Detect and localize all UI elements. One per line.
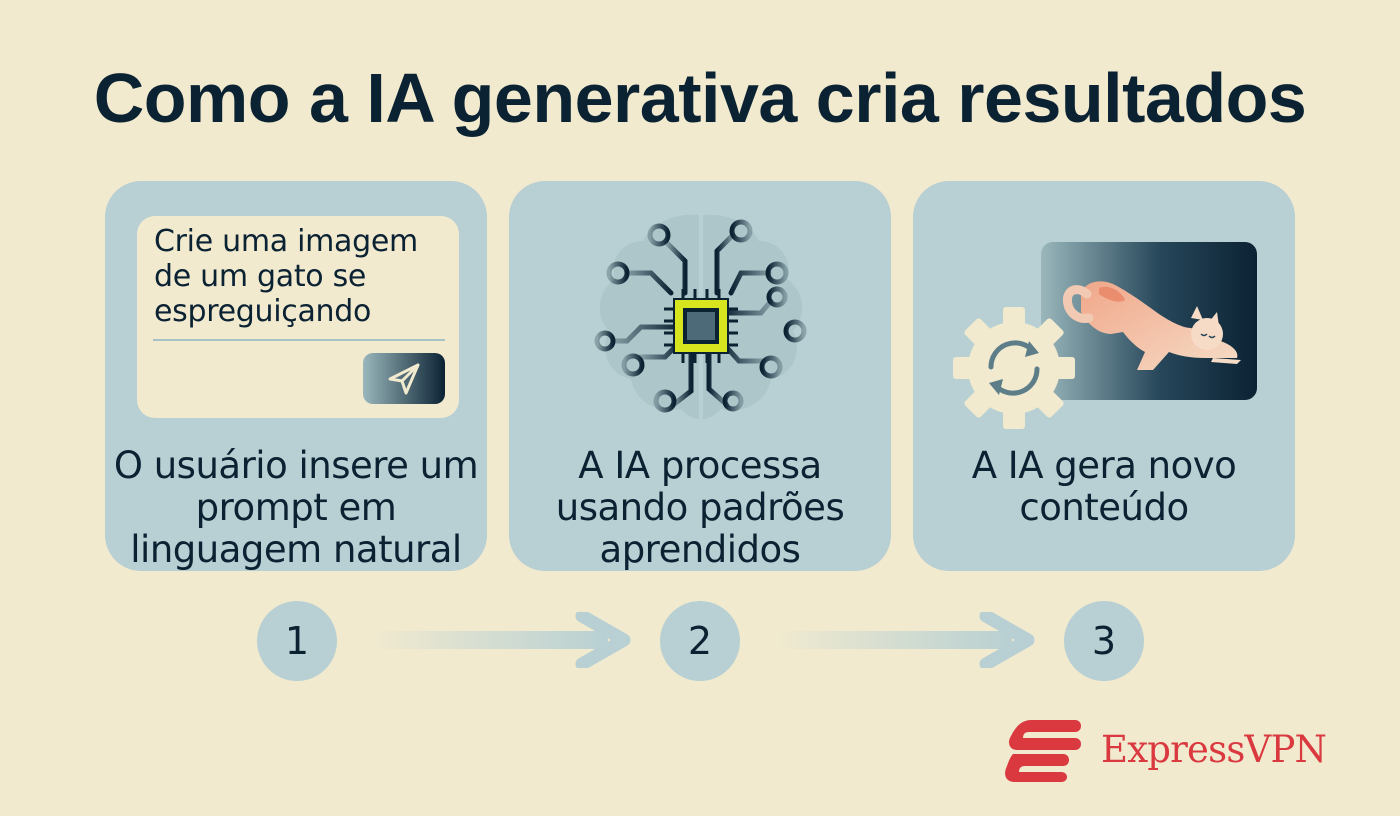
caption-line: linguagem natural	[130, 528, 462, 571]
chip-icon	[664, 289, 738, 363]
send-button[interactable]	[363, 353, 445, 404]
prompt-line-2: de um gato se	[154, 259, 367, 294]
arrow-right-icon	[372, 612, 631, 668]
step-number-2: 2	[660, 601, 740, 681]
caption-line: prompt em	[195, 486, 397, 529]
step-card-3: A IA gera novo conteúdo	[913, 181, 1295, 571]
brain-circuit-icon	[594, 214, 807, 419]
step-card-1: Crie uma imagem de um gato se espreguiça…	[105, 181, 487, 571]
send-icon	[388, 363, 420, 394]
caption-line: conteúdo	[1019, 486, 1189, 529]
expressvpn-logo: ExpressVPN	[1003, 718, 1333, 784]
caption-line: O usuário insere um	[113, 444, 479, 487]
gear-icon	[953, 307, 1075, 429]
prompt-text: Crie uma imagem de um gato se espreguiça…	[154, 224, 454, 329]
prompt-line-3: espreguiçando	[154, 294, 372, 329]
refresh-icon	[988, 340, 1040, 396]
caption-line: aprendidos	[599, 528, 801, 571]
step-number-1: 1	[257, 601, 337, 681]
prompt-divider	[153, 339, 445, 341]
page-title: Como a IA generativa cria resultados	[93, 59, 1307, 137]
step-1-caption: O usuário insere um prompt em linguagem …	[105, 445, 487, 571]
step-number-3: 3	[1064, 601, 1144, 681]
prompt-line-1: Crie uma imagem	[154, 224, 418, 259]
caption-line: A IA gera novo	[971, 444, 1237, 487]
caption-line: usando padrões	[555, 486, 845, 529]
arrow-right-icon	[776, 612, 1035, 668]
step-2-caption: A IA processa usando padrões aprendidos	[509, 445, 891, 571]
step-card-2: A IA processa usando padrões aprendidos	[509, 181, 891, 571]
prompt-input-box[interactable]: Crie uma imagem de um gato se espreguiça…	[137, 216, 459, 418]
cat-image	[1041, 242, 1257, 400]
caption-line: A IA processa	[578, 444, 822, 487]
expressvpn-logo-mark	[1005, 720, 1081, 782]
step-3-caption: A IA gera novo conteúdo	[913, 445, 1295, 529]
brand-name: ExpressVPN	[1101, 728, 1327, 771]
